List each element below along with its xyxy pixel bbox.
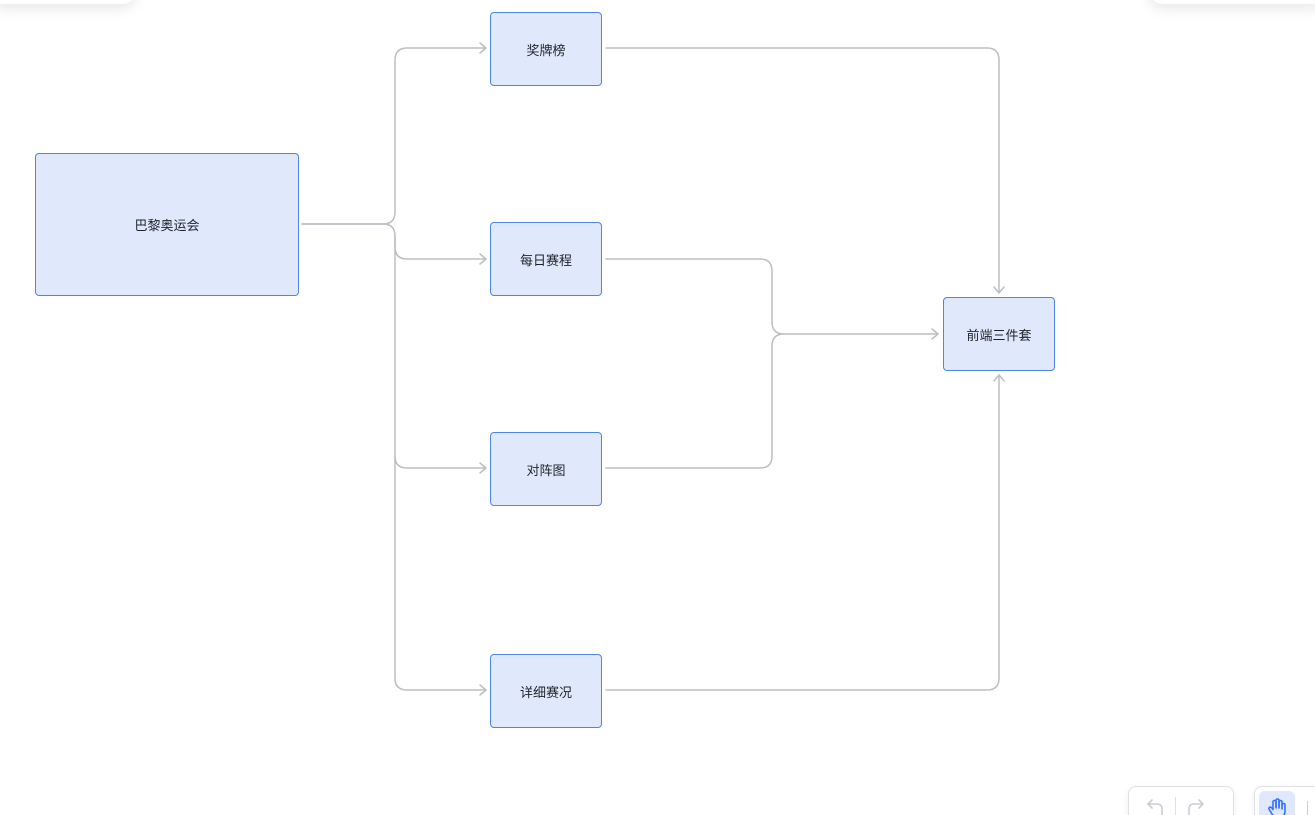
node-schedule[interactable]: 每日赛程 [490, 222, 602, 296]
hand-icon [1268, 798, 1286, 815]
connector-schedule-frontend [605, 258, 939, 335]
arrowhead-medals [479, 42, 487, 54]
node-medals-label: 奖牌榜 [526, 43, 566, 59]
hand-tool-button[interactable] [1259, 791, 1295, 815]
node-bracket[interactable]: 对阵图 [490, 432, 602, 506]
top-right-panel [1150, 0, 1315, 4]
connector-details-frontend [605, 374, 1000, 691]
arrowhead-bracket [479, 462, 487, 474]
node-details-label: 详细赛况 [519, 685, 572, 701]
connector-root-medals [301, 47, 487, 225]
node-frontend-label: 前端三件套 [966, 328, 1032, 344]
arrowhead-frontend-left [931, 328, 939, 340]
undo-icon [1147, 799, 1163, 815]
node-root[interactable]: 巴黎奥运会 [35, 153, 299, 296]
node-root-label: 巴黎奥运会 [134, 219, 200, 234]
connector-root-details [394, 455, 487, 691]
toolbar-divider [1307, 801, 1308, 815]
node-medals[interactable]: 奖牌榜 [490, 12, 602, 86]
redo-icon [1188, 799, 1204, 815]
connector-bracket-frontend [605, 333, 785, 469]
connector-root-schedule [301, 223, 487, 260]
undo-button[interactable] [1135, 795, 1175, 815]
toolbar-divider [1175, 797, 1176, 815]
arrowhead-frontend-top [993, 286, 1005, 294]
node-schedule-label: 每日赛程 [519, 253, 572, 269]
arrowhead-details [479, 684, 487, 696]
connector-root-bracket [394, 235, 487, 469]
top-left-panel [0, 0, 135, 4]
tools-toolbar [1254, 786, 1315, 815]
arrowhead-schedule [479, 253, 487, 265]
node-bracket-label: 对阵图 [526, 463, 566, 479]
node-details[interactable]: 详细赛况 [490, 654, 602, 728]
arrowhead-frontend-bottom [993, 374, 1005, 382]
connector-medals-frontend [605, 47, 1000, 294]
node-frontend[interactable]: 前端三件套 [943, 297, 1055, 371]
history-toolbar [1128, 786, 1234, 815]
redo-button[interactable] [1176, 795, 1216, 815]
